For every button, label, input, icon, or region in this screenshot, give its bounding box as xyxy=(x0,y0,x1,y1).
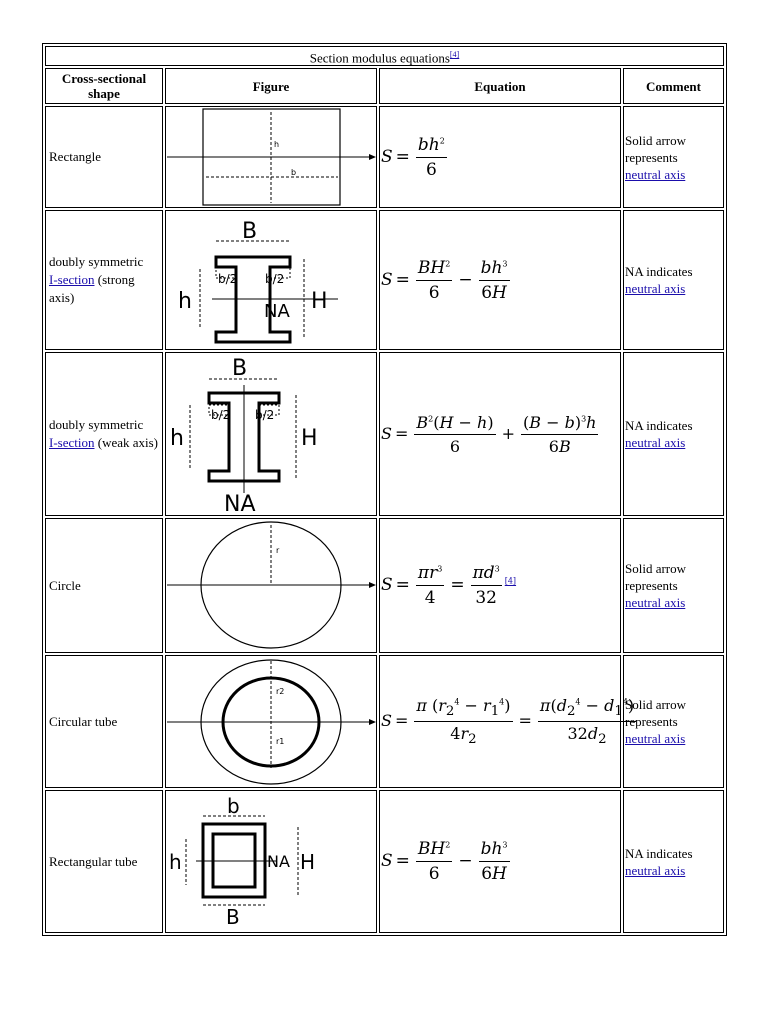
table-row-circular-tube: Circular tube r2 r1 S=π (r24 − r14)4r2=π… xyxy=(45,655,724,789)
NA-label: NA xyxy=(267,852,290,871)
comment-text: Solid arrow represents xyxy=(625,697,687,730)
caption-text: Section modulus equations xyxy=(309,50,450,66)
neutral-axis-link[interactable]: neutral axis xyxy=(625,166,686,182)
comment-text: NA indicates xyxy=(625,418,693,434)
table-caption: Section modulus equations[4] xyxy=(45,46,724,67)
figure-cell: B b/2 b/2 h H NA xyxy=(165,352,377,517)
shape-name: Circle xyxy=(49,577,81,593)
comment-cell: NA indicates neutral axis xyxy=(623,790,724,934)
comment-text: Solid arrow represents xyxy=(625,561,687,594)
i-section-link[interactable]: I-section xyxy=(49,435,95,451)
table-row-i-section-strong: doubly symmetric I-section (strong axis)… xyxy=(45,210,724,351)
header-comment: Comment xyxy=(623,68,724,105)
comment-cell: Solid arrow represents neutral axis xyxy=(623,106,724,209)
figure-cell: r xyxy=(165,518,377,654)
NA-label: NA xyxy=(224,492,256,515)
figure-cell: r2 r1 xyxy=(165,655,377,789)
shape-name-suffix: (weak axis) xyxy=(97,435,159,451)
comment-cell: NA indicates neutral axis xyxy=(623,352,724,517)
i-section-link[interactable]: I-section xyxy=(49,272,95,288)
equation-reference-link[interactable]: [4] xyxy=(504,576,517,586)
equation-cell: S=π (r24 − r14)4r2=π(d24 − d14)32d2 xyxy=(379,655,637,789)
header-shape: Cross-sectional shape xyxy=(45,68,163,105)
B-label: B xyxy=(242,219,257,244)
h-label: h xyxy=(178,289,192,314)
comment-text: NA indicates xyxy=(625,845,693,861)
shape-name-prefix: doubly symmetric xyxy=(49,254,144,270)
shape-name-prefix: doubly symmetric xyxy=(49,417,144,433)
shape-cell: doubly symmetric I-section (strong axis) xyxy=(45,210,163,351)
shape-cell: Circle xyxy=(45,518,163,654)
shape-cell: Rectangular tube xyxy=(45,790,163,934)
b-label: b xyxy=(291,168,296,177)
figure-cell: b h NA H B xyxy=(165,790,377,934)
NA-label: NA xyxy=(264,301,290,322)
shape-cell: doubly symmetric I-section (weak axis) xyxy=(45,352,163,517)
H-label: H xyxy=(301,426,318,451)
figure-cell: h b xyxy=(165,106,377,209)
h-label: h xyxy=(170,426,184,451)
r-label: r xyxy=(276,546,280,555)
section-modulus-table: Section modulus equations[4] Cross-secti… xyxy=(42,43,727,937)
figure-cell: B b/2 b/2 h H NA xyxy=(165,210,377,351)
b-half-left-label: b/2 xyxy=(211,408,230,422)
r1-label: r1 xyxy=(276,737,284,746)
rectangle-figure: h b xyxy=(167,108,376,206)
neutral-axis-link[interactable]: neutral axis xyxy=(625,731,686,747)
header-row: Cross-sectional shape Figure Equation Co… xyxy=(45,68,724,105)
neutral-axis-link[interactable]: neutral axis xyxy=(625,435,686,451)
comment-cell: Solid arrow represents neutral axis xyxy=(623,655,724,789)
shape-cell: Rectangle xyxy=(45,106,163,209)
shape-name: Rectangular tube xyxy=(49,853,138,869)
i-section-strong-figure: B b/2 b/2 h H NA xyxy=(178,219,338,344)
header-figure: Figure xyxy=(165,68,377,105)
caption-reference-link[interactable]: [4] xyxy=(449,50,460,59)
shape-cell: Circular tube xyxy=(45,655,163,789)
H-label: H xyxy=(311,289,328,314)
circular-tube-figure: r2 r1 xyxy=(167,659,376,785)
b-half-right-label: b/2 xyxy=(255,408,274,422)
b-half-left-label: b/2 xyxy=(218,272,237,286)
h-label: h xyxy=(274,140,279,149)
H-label: H xyxy=(300,850,315,874)
r2-label: r2 xyxy=(276,687,284,696)
rectangular-tube-figure: b h NA H B xyxy=(169,794,315,929)
i-section-weak-figure: B b/2 b/2 h H NA xyxy=(170,356,318,515)
shape-name-suffix: (strong axis) xyxy=(49,272,135,306)
shape-name: Rectangle xyxy=(49,149,101,165)
neutral-axis-link[interactable]: neutral axis xyxy=(625,281,686,297)
comment-text: NA indicates xyxy=(625,264,693,280)
circle-figure: r xyxy=(167,521,376,649)
comment-text: Solid arrow represents xyxy=(625,132,687,165)
comment-cell: NA indicates neutral axis xyxy=(623,210,724,351)
shape-name: Circular tube xyxy=(49,713,118,729)
neutral-axis-link[interactable]: neutral axis xyxy=(625,595,686,611)
h-label: h xyxy=(169,850,182,874)
b-half-right-label: b/2 xyxy=(265,272,284,286)
neutral-axis-link[interactable]: neutral axis xyxy=(625,862,686,878)
B-label: B xyxy=(226,905,240,929)
B-label: B xyxy=(232,356,247,381)
table-row-i-section-weak: doubly symmetric I-section (weak axis) B… xyxy=(45,352,724,517)
comment-cell: Solid arrow represents neutral axis xyxy=(623,518,724,654)
b-label: b xyxy=(227,794,240,818)
header-equation: Equation xyxy=(379,68,621,105)
